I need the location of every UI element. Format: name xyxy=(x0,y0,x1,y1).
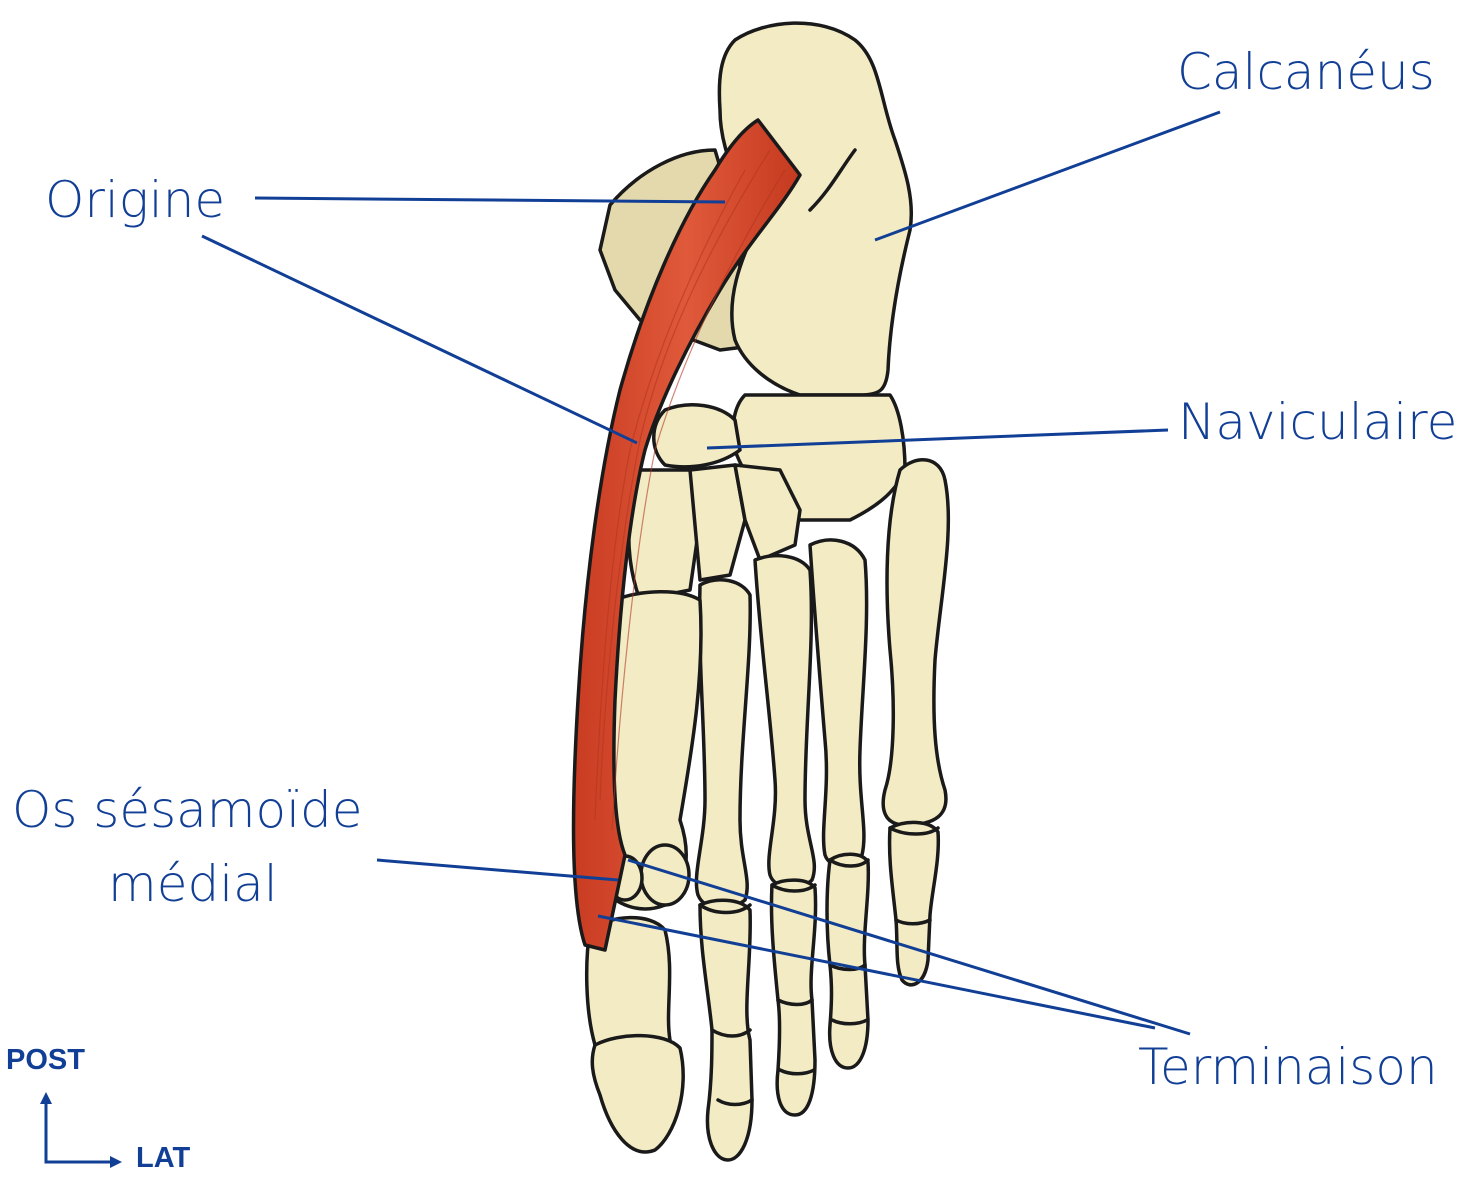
leader-calcaneus xyxy=(875,112,1220,240)
label-orientation-post: POST xyxy=(6,1044,85,1077)
label-orientation-lat: LAT xyxy=(136,1142,190,1175)
lateral-sesamoid-bone xyxy=(641,845,689,905)
fourth-metatarsal-bone xyxy=(810,540,867,866)
toe5-phalanges-bone xyxy=(890,822,939,984)
second-metatarsal-bone xyxy=(696,580,750,909)
label-origin: Origine xyxy=(45,168,225,233)
orientation-arrows xyxy=(46,1100,112,1162)
arrow-up-icon xyxy=(40,1092,52,1104)
fifth-metatarsal-bone xyxy=(883,460,948,825)
arrow-right-icon xyxy=(110,1156,122,1168)
label-insertion: Terminaison xyxy=(1138,1035,1438,1100)
label-sesamoid-line1: Os sésamoïde xyxy=(12,778,363,843)
third-metatarsal-bone xyxy=(755,556,814,888)
label-navicular: Naviculaire xyxy=(1178,390,1457,455)
leader-insertion-2 xyxy=(598,916,1155,1028)
medial-cuneiform-bone xyxy=(629,470,700,600)
hallux-distal-phalanx-bone xyxy=(592,1036,683,1152)
label-calcaneus: Calcanéus xyxy=(1177,40,1435,105)
leader-origin-2 xyxy=(202,236,637,443)
label-sesamoid-line2: médial xyxy=(108,852,278,917)
toe4-phalanges-bone xyxy=(827,854,868,1068)
